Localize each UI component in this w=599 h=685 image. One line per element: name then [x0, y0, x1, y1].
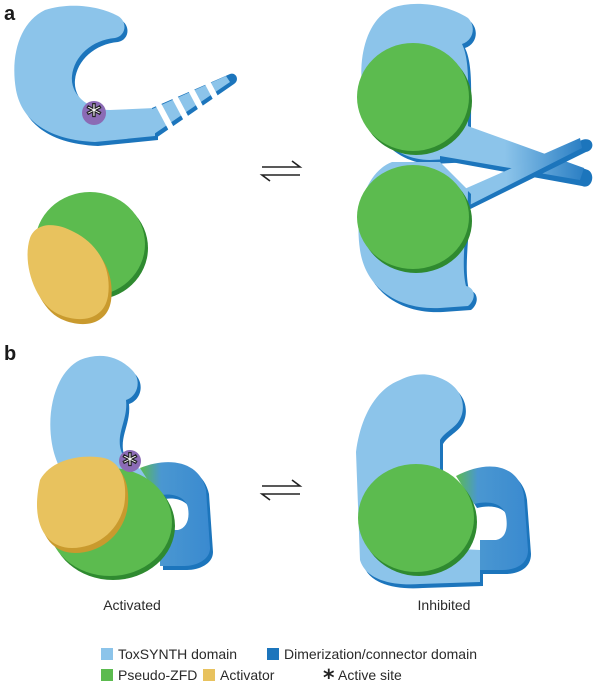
legend-swatch	[267, 648, 279, 660]
legend-label: Activator	[220, 667, 275, 683]
legend-item-active-site: * Active site	[323, 666, 402, 685]
panel-label-a: a	[4, 3, 16, 25]
asterisk-icon: *	[323, 666, 335, 685]
activator-a	[27, 225, 112, 325]
equilibrium-arrows-icon	[259, 160, 303, 182]
asterisk-icon: *	[123, 447, 138, 480]
pseudo-zfd-dimer-top	[357, 43, 472, 155]
legend-item-toxsynth: ToxSYNTH domain	[101, 646, 237, 662]
toxsynth-domain-monomer	[14, 5, 159, 147]
dimerization-connector-crossed	[440, 116, 593, 222]
legend-swatch	[101, 648, 113, 660]
legend-label: Pseudo-ZFD	[118, 667, 197, 683]
legend-swatch	[101, 669, 113, 681]
legend-item-connector: Dimerization/connector domain	[267, 646, 477, 662]
active-site-marker-a: *	[82, 97, 106, 132]
legend: ToxSYNTH domain Dimerization/connector d…	[101, 646, 477, 685]
legend-item-activator: Activator	[203, 667, 275, 683]
caption-inhibited: Inhibited	[418, 597, 471, 613]
legend-label: Active site	[338, 667, 402, 683]
legend-label: ToxSYNTH domain	[118, 646, 237, 662]
legend-label: Dimerization/connector domain	[284, 646, 477, 662]
pseudo-zfd-inhibited	[358, 464, 477, 576]
panel-label-b: b	[4, 343, 16, 365]
dimerization-connector-loop-inhibited	[456, 466, 531, 574]
legend-item-pseudo-zfd: Pseudo-ZFD	[101, 667, 197, 683]
pseudo-zfd-dimer-bottom	[357, 165, 472, 273]
active-site-marker-b: *	[119, 446, 141, 481]
asterisk-icon: *	[87, 98, 102, 131]
caption-activated: Activated	[103, 597, 161, 613]
activator-activated	[36, 456, 129, 553]
equilibrium-arrows-icon	[259, 479, 303, 501]
dimerization-connector-tail-striped	[150, 73, 237, 138]
legend-swatch	[203, 669, 215, 681]
